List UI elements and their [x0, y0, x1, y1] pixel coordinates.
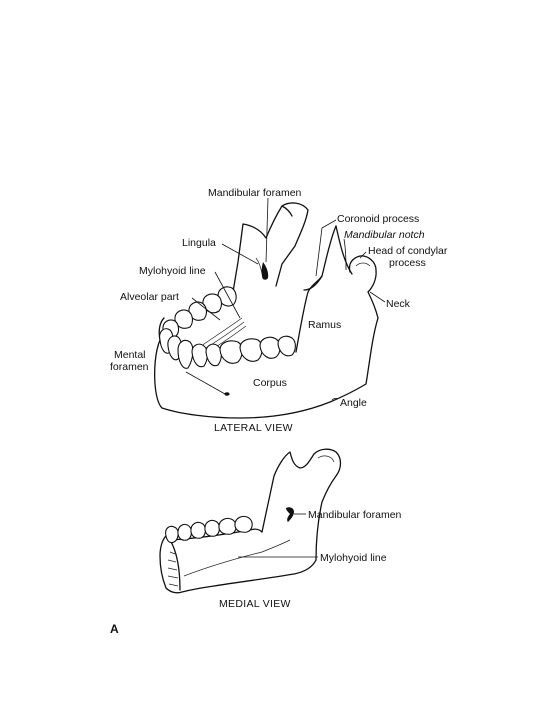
lateral-corpus-outline — [154, 317, 379, 419]
leader-coronoid-process — [315, 219, 337, 277]
leader-mandibular-foramen — [265, 197, 269, 263]
medial-molar-2 — [234, 515, 253, 533]
near-molar-3 — [259, 336, 281, 359]
lateral-leader-lines — [185, 197, 386, 401]
label-mental-1: Mental — [114, 349, 146, 361]
lateral-coronoid-edge — [303, 275, 323, 291]
leader-mental-foramen — [185, 371, 226, 395]
far-premolar-2 — [174, 309, 193, 329]
medial-mylohyoid-ridge — [183, 539, 291, 577]
near-premolar-2 — [205, 343, 222, 367]
medial-teeth-row — [165, 515, 253, 544]
far-teeth-row — [162, 286, 237, 338]
leader-mandibular-notch — [343, 238, 347, 271]
medial-premolar-1 — [190, 521, 206, 539]
label-angle: Angle — [340, 397, 367, 409]
label-lateral-mylohyoid-line: Mylohyoid line — [139, 265, 206, 277]
label-alveolar-part: Alveolar part — [120, 291, 179, 303]
lateral-condyle-shading — [355, 262, 371, 267]
medial-mandibular-foramen-mark — [286, 507, 294, 522]
near-molar-4 — [277, 335, 296, 357]
near-teeth-row — [159, 328, 296, 369]
near-canine — [177, 339, 194, 369]
label-head-of-condylar-2: process — [389, 257, 426, 269]
far-premolar-1 — [188, 301, 207, 321]
lateral-mandibular-foramen-mark — [261, 262, 269, 280]
far-condyle-cap — [281, 205, 293, 217]
label-lateral-mandibular-foramen: Mandibular foramen — [208, 187, 302, 199]
medial-view-caption: MEDIAL VIEW — [219, 598, 291, 610]
leader-lingula — [221, 243, 259, 265]
lateral-view-caption: LATERAL VIEW — [214, 422, 293, 434]
near-molar-2 — [239, 338, 263, 362]
label-head-of-condylar-1: Head of condylar — [368, 245, 448, 257]
label-neck: Neck — [386, 298, 411, 310]
medial-canine — [177, 523, 192, 541]
panel-letter: A — [110, 622, 119, 636]
label-ramus: Ramus — [308, 319, 341, 331]
label-medial-mandibular-foramen: Mandibular foramen — [308, 509, 402, 521]
lateral-view-drawing: Mandibular foramen Coronoid process Mand… — [110, 187, 448, 434]
label-lingula: Lingula — [182, 237, 216, 249]
leader-mylohyoid-line — [214, 271, 241, 319]
near-premolar-1 — [191, 343, 208, 368]
medial-molar-1 — [218, 517, 237, 535]
medial-ramus-outline — [261, 448, 342, 561]
near-molar-1 — [219, 340, 243, 364]
leader-alveolar-part — [191, 297, 221, 321]
medial-view-drawing: Mandibular foramen Mylohyoid line MEDIAL… — [159, 448, 402, 610]
medial-premolar-2 — [204, 519, 220, 537]
lateral-condylar-head — [348, 255, 379, 319]
medial-incisor — [165, 525, 179, 544]
label-medial-mylohyoid-line: Mylohyoid line — [320, 552, 387, 564]
label-mandibular-notch: Mandibular notch — [344, 229, 425, 241]
lateral-near-ramus-outline — [295, 225, 337, 353]
leader-angle — [331, 397, 339, 401]
medial-symphysis-outline — [169, 539, 181, 591]
medial-condyle-shading — [317, 455, 335, 463]
medial-symphysis-stipple — [167, 551, 179, 587]
far-molar-1 — [217, 286, 237, 307]
label-coronoid-process: Coronoid process — [337, 213, 419, 225]
lateral-mental-foramen-mark — [224, 392, 230, 396]
label-mental-2: foramen — [110, 361, 149, 373]
far-ramus-outline — [231, 202, 309, 299]
medial-body-outline — [159, 535, 317, 594]
lingula-ridge — [255, 257, 263, 275]
label-corpus: Corpus — [253, 377, 287, 389]
leader-neck — [369, 291, 386, 303]
leader-head-of-condylar — [359, 251, 367, 259]
